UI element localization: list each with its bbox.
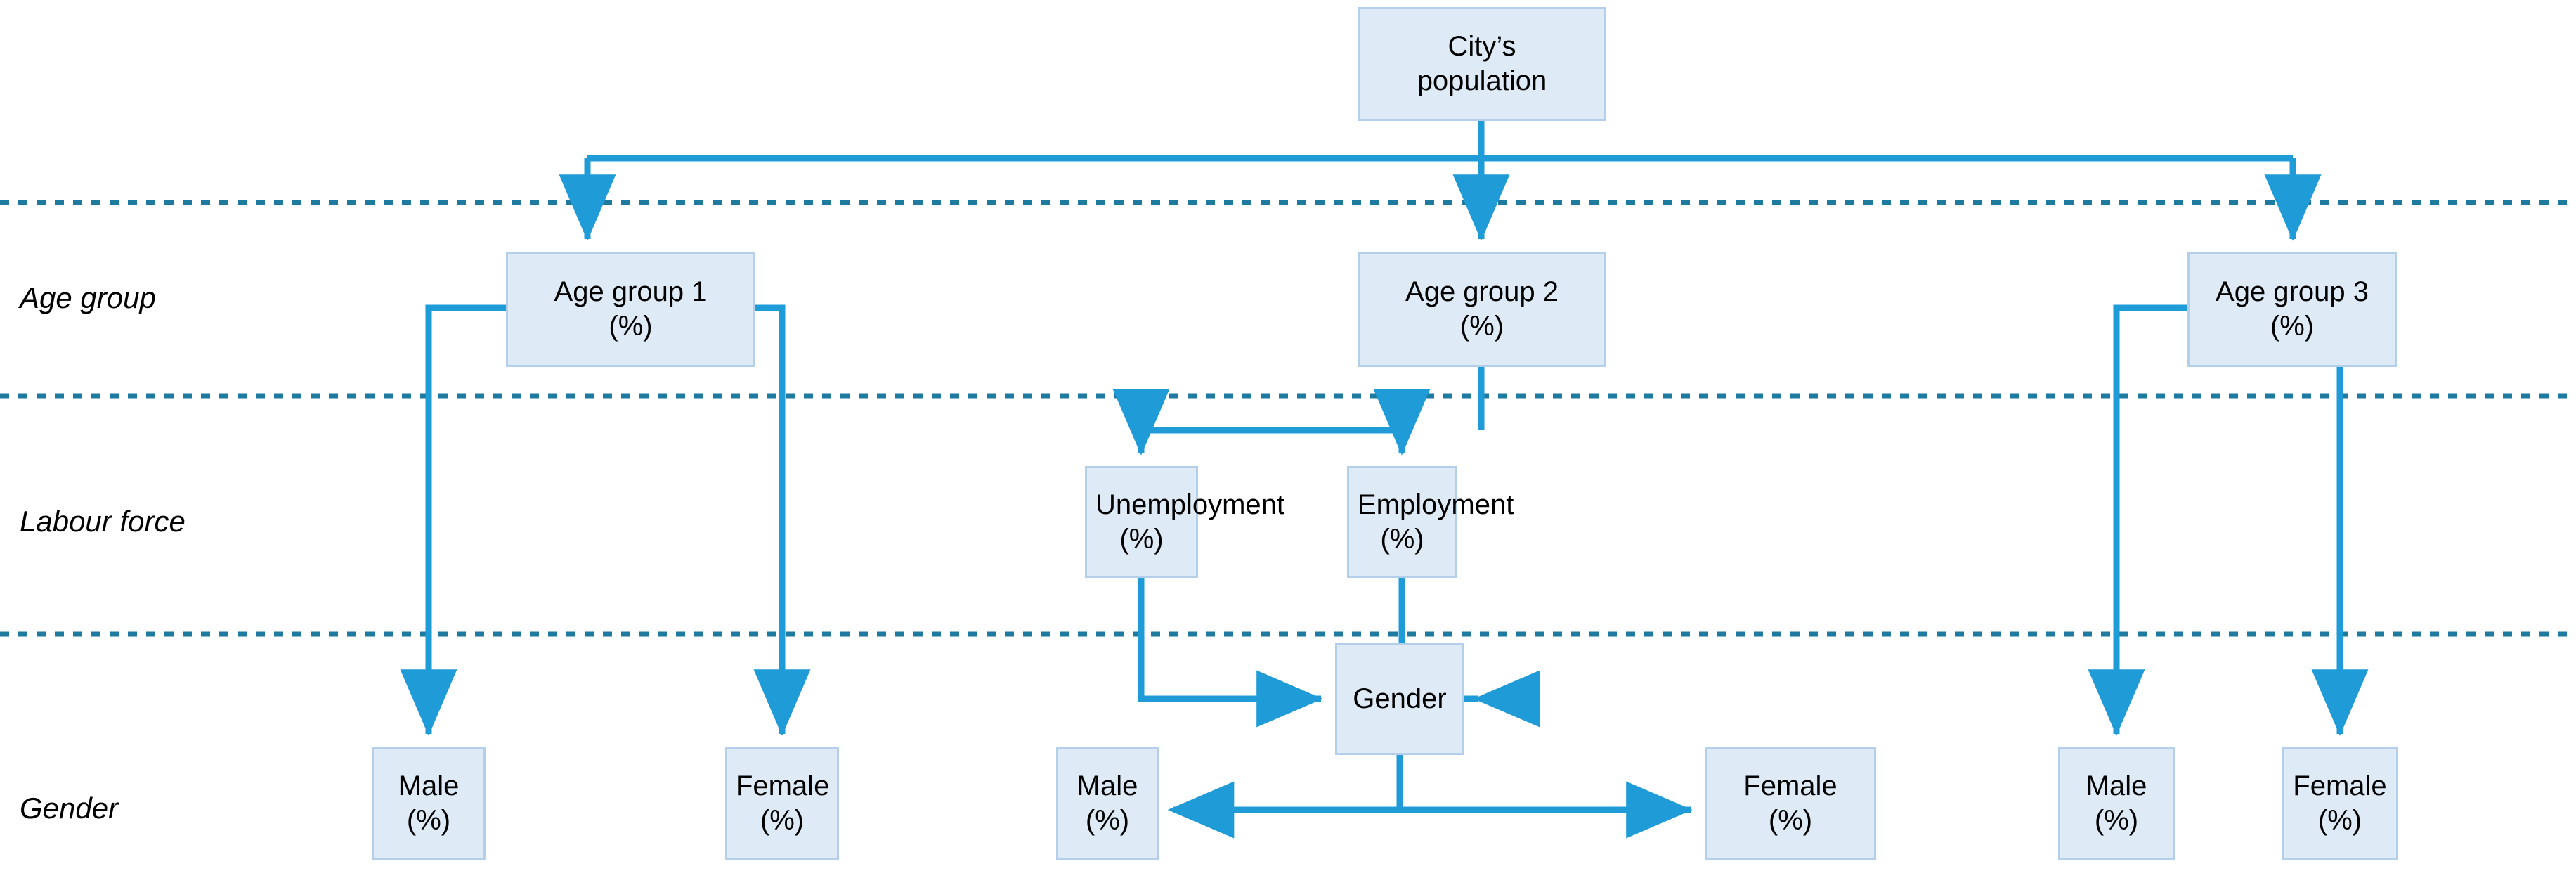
edge-age3-to-male bbox=[2088, 304, 2187, 736]
node-male-group3-label: Male (%) bbox=[2060, 769, 2173, 838]
node-unemployment-line-1: Unemployment bbox=[1095, 489, 1285, 520]
node-female-group3-line-2: (%) bbox=[2317, 805, 2362, 836]
node-male-group1-label: Male (%) bbox=[374, 769, 483, 838]
node-female-group1[interactable]: Female(%) bbox=[725, 747, 839, 860]
node-gender-split-label: Gender bbox=[1337, 682, 1462, 716]
node-male-group3-line-1: Male (%) bbox=[2086, 770, 2147, 836]
node-age-group-1-line-1: Age group 1 bbox=[554, 276, 708, 308]
node-age-group-3-line-1: Age group 3 bbox=[2216, 276, 2369, 308]
node-male-group2-line-1: Male (%) bbox=[1076, 770, 1138, 836]
node-gender-split-line-1: Gender bbox=[1353, 683, 1447, 714]
edge-gender-children bbox=[1167, 755, 1693, 839]
node-city-population-line-2: population bbox=[1417, 65, 1547, 96]
node-age-group-2-line-2: (%) bbox=[1459, 311, 1504, 342]
node-female-group2-line-1: Female bbox=[1743, 770, 1837, 802]
node-age-group-3-label: Age group 3(%) bbox=[2190, 275, 2395, 344]
node-female-group2-line-2: (%) bbox=[1768, 805, 1813, 836]
row-label-age-group: Age group bbox=[20, 281, 156, 314]
node-employment-line-2: (%) bbox=[1380, 523, 1424, 555]
node-employment-line-1: Employment bbox=[1358, 489, 1514, 520]
node-age-group-2-line-1: Age group 2 bbox=[1405, 276, 1559, 308]
node-male-group1-line-1: Male (%) bbox=[398, 770, 460, 836]
edge-age1-children bbox=[400, 304, 811, 736]
node-female-group1-line-1: Female bbox=[736, 770, 830, 802]
node-age-group-2-label: Age group 2(%) bbox=[1360, 275, 1604, 344]
node-female-group1-label: Female(%) bbox=[727, 769, 837, 838]
node-unemployment[interactable]: Unemployment(%) bbox=[1085, 466, 1285, 578]
row-label-labour-force: Labour force bbox=[20, 505, 186, 538]
node-unemployment-line-2: (%) bbox=[1119, 523, 1164, 555]
node-gender-split[interactable]: Gender bbox=[1335, 643, 1464, 755]
node-female-group3-label: Female(%) bbox=[2284, 769, 2396, 838]
row-label-gender: Gender bbox=[20, 792, 119, 825]
node-male-group3[interactable]: Male (%) bbox=[2058, 747, 2175, 860]
node-male-group2-label: Male (%) bbox=[1058, 769, 1157, 838]
edge-age3-to-female bbox=[2311, 304, 2397, 736]
node-female-group2[interactable]: Female(%) bbox=[1705, 747, 1876, 860]
node-employment-label: Employment(%) bbox=[1349, 488, 1514, 557]
node-age-group-3[interactable]: Age group 3(%) bbox=[2187, 252, 2397, 367]
node-age-group-1[interactable]: Age group 1(%) bbox=[506, 252, 755, 367]
node-employment[interactable]: Employment(%) bbox=[1347, 466, 1514, 578]
node-age-group-2[interactable]: Age group 2(%) bbox=[1358, 252, 1606, 367]
node-age-group-1-line-2: (%) bbox=[609, 311, 653, 342]
edge-city-to-age-groups bbox=[559, 121, 2322, 241]
node-city-population-line-1: City’s bbox=[1448, 31, 1516, 63]
edge-age1-to-male bbox=[400, 304, 506, 736]
node-female-group1-line-2: (%) bbox=[760, 805, 805, 836]
node-male-group2[interactable]: Male (%) bbox=[1056, 747, 1159, 860]
edge-unemployment-to-gender bbox=[1138, 578, 1323, 728]
node-age-group-3-line-2: (%) bbox=[2270, 311, 2315, 342]
node-female-group2-label: Female(%) bbox=[1707, 769, 1874, 838]
edge-age2-children bbox=[1112, 367, 1485, 456]
edge-age1-to-female bbox=[753, 304, 811, 736]
node-male-group1[interactable]: Male (%) bbox=[372, 747, 486, 860]
node-unemployment-label: Unemployment(%) bbox=[1087, 488, 1285, 557]
node-age-group-1-label: Age group 1(%) bbox=[508, 275, 753, 344]
node-female-group3-line-1: Female bbox=[2293, 770, 2387, 802]
edge-age3-children bbox=[2088, 304, 2397, 736]
node-female-group3[interactable]: Female(%) bbox=[2282, 747, 2398, 860]
